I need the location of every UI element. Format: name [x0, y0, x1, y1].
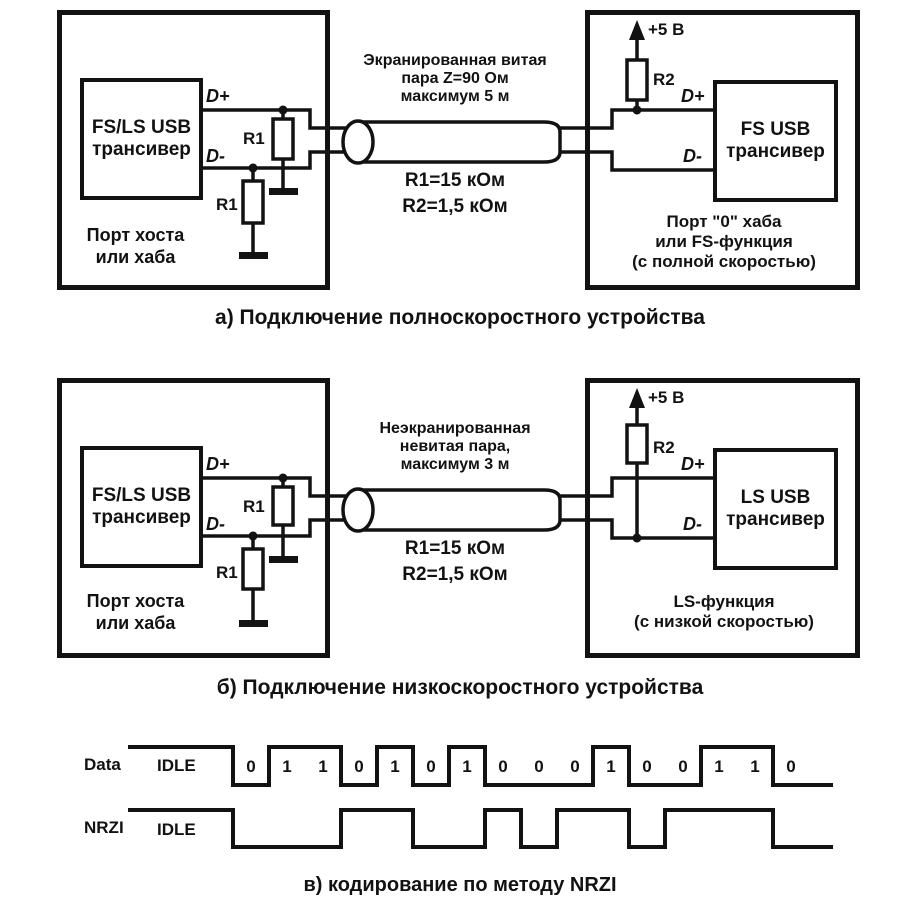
r1-label: R1 — [243, 129, 265, 148]
resistor-values-label: R1=15 кОм R2=1,5 кОм — [402, 538, 508, 585]
vcc-arrow-icon — [629, 20, 645, 40]
diagram-a-cable — [341, 119, 562, 165]
host-transceiver-label: FS/LS USB трансивер — [91, 485, 192, 528]
r2-label: R2 — [653, 70, 675, 89]
r1-label: R1 — [243, 497, 265, 516]
data-bit-label: 0 — [642, 757, 651, 776]
dplus-label: D+ — [681, 86, 705, 106]
vcc-label: +5 В — [648, 388, 685, 407]
r1-label: R1 — [216, 563, 238, 582]
dminus-label: D- — [683, 146, 702, 166]
data-bit-label: 0 — [534, 757, 543, 776]
data-bit-label: 1 — [462, 757, 471, 776]
cable-type-label: Неэкранированная невитая пара, максимум … — [379, 420, 531, 473]
device-port-label: Порт "0" хаба или FS-функция (с полной с… — [632, 212, 816, 271]
cable-type-label: Экранированная витая пара Z=90 Ом максим… — [363, 52, 547, 105]
host-transceiver-box-b: FS/LS USB трансивер — [80, 446, 203, 568]
device-transceiver-box-a: FS USB трансивер — [713, 80, 838, 202]
caption-b: б) Подключение низкоскоростного устройст… — [216, 676, 704, 699]
data-bit-label: 0 — [426, 757, 435, 776]
r1-label: R1 — [216, 195, 238, 214]
cable-body — [358, 120, 562, 164]
nrzi-row-label: NRZI — [84, 818, 124, 837]
device-transceiver-label: FS USB трансивер — [726, 119, 825, 162]
r1-pulldown-resistor — [271, 485, 295, 527]
device-transceiver-box-b: LS USB трансивер — [713, 448, 838, 570]
dminus-label: D- — [206, 514, 225, 534]
ground-icon — [269, 188, 298, 195]
data-bit-label: 1 — [606, 757, 615, 776]
data-bit-label: 0 — [498, 757, 507, 776]
cable-end-cap — [341, 119, 375, 165]
data-waveform — [128, 745, 833, 787]
ground-icon — [239, 620, 268, 627]
host-transceiver-label: FS/LS USB трансивер — [91, 117, 192, 160]
device-transceiver-label: LS USB трансивер — [726, 487, 825, 530]
vcc-arrow-icon — [629, 388, 645, 408]
device-port-box-b — [585, 378, 860, 658]
diagram-b-cable — [341, 487, 562, 533]
dminus-label: D- — [683, 514, 702, 534]
data-bit-label: 1 — [282, 757, 291, 776]
dminus-label: D- — [206, 146, 225, 166]
dplus-label: D+ — [206, 454, 230, 474]
dplus-label: D+ — [206, 86, 230, 106]
ground-icon — [239, 252, 268, 259]
idle-label: IDLE — [157, 820, 196, 839]
ground-icon — [269, 556, 298, 563]
data-bit-label: 1 — [318, 757, 327, 776]
data-bit-label: 1 — [714, 757, 723, 776]
resistor-values-label: R1=15 кОм R2=1,5 кОм — [402, 170, 508, 217]
data-bit-label: 0 — [678, 757, 687, 776]
device-port-box-a — [585, 10, 860, 290]
data-bit-label: 0 — [246, 757, 255, 776]
vcc-label: +5 В — [648, 20, 685, 39]
device-port-label: LS-функция (с низкой скоростью) — [634, 592, 814, 631]
data-bit-label: 0 — [570, 757, 579, 776]
caption-a: а) Подключение полноскоростного устройст… — [215, 306, 705, 329]
caption-v: в) кодирование по методу NRZI — [303, 874, 617, 896]
dplus-label: D+ — [681, 454, 705, 474]
r1-pulldown-resistor — [241, 179, 265, 225]
host-transceiver-box-a: FS/LS USB трансивер — [80, 78, 203, 200]
host-port-label: Порт хоста или хаба — [86, 225, 185, 267]
nrzi-waveform — [128, 808, 833, 849]
data-row-label: Data — [84, 755, 121, 774]
r1-pulldown-resistor — [271, 117, 295, 161]
cable-end-cap — [341, 487, 375, 533]
idle-label: IDLE — [157, 756, 196, 775]
junction-dot — [632, 105, 642, 115]
junction-dot — [632, 533, 642, 543]
data-bit-label: 0 — [786, 757, 795, 776]
cable-body — [358, 488, 562, 532]
r1-pulldown-resistor — [241, 547, 265, 591]
host-port-label: Порт хоста или хаба — [86, 591, 185, 633]
data-bit-label: 1 — [390, 757, 399, 776]
host-port-box-b — [57, 378, 330, 658]
data-bit-label: 1 — [750, 757, 759, 776]
r2-label: R2 — [653, 438, 675, 457]
diagram-a-host-wires — [203, 105, 346, 259]
data-bit-label: 0 — [354, 757, 363, 776]
diagram-a-device-wires — [560, 20, 713, 172]
host-port-box-a — [57, 10, 330, 290]
